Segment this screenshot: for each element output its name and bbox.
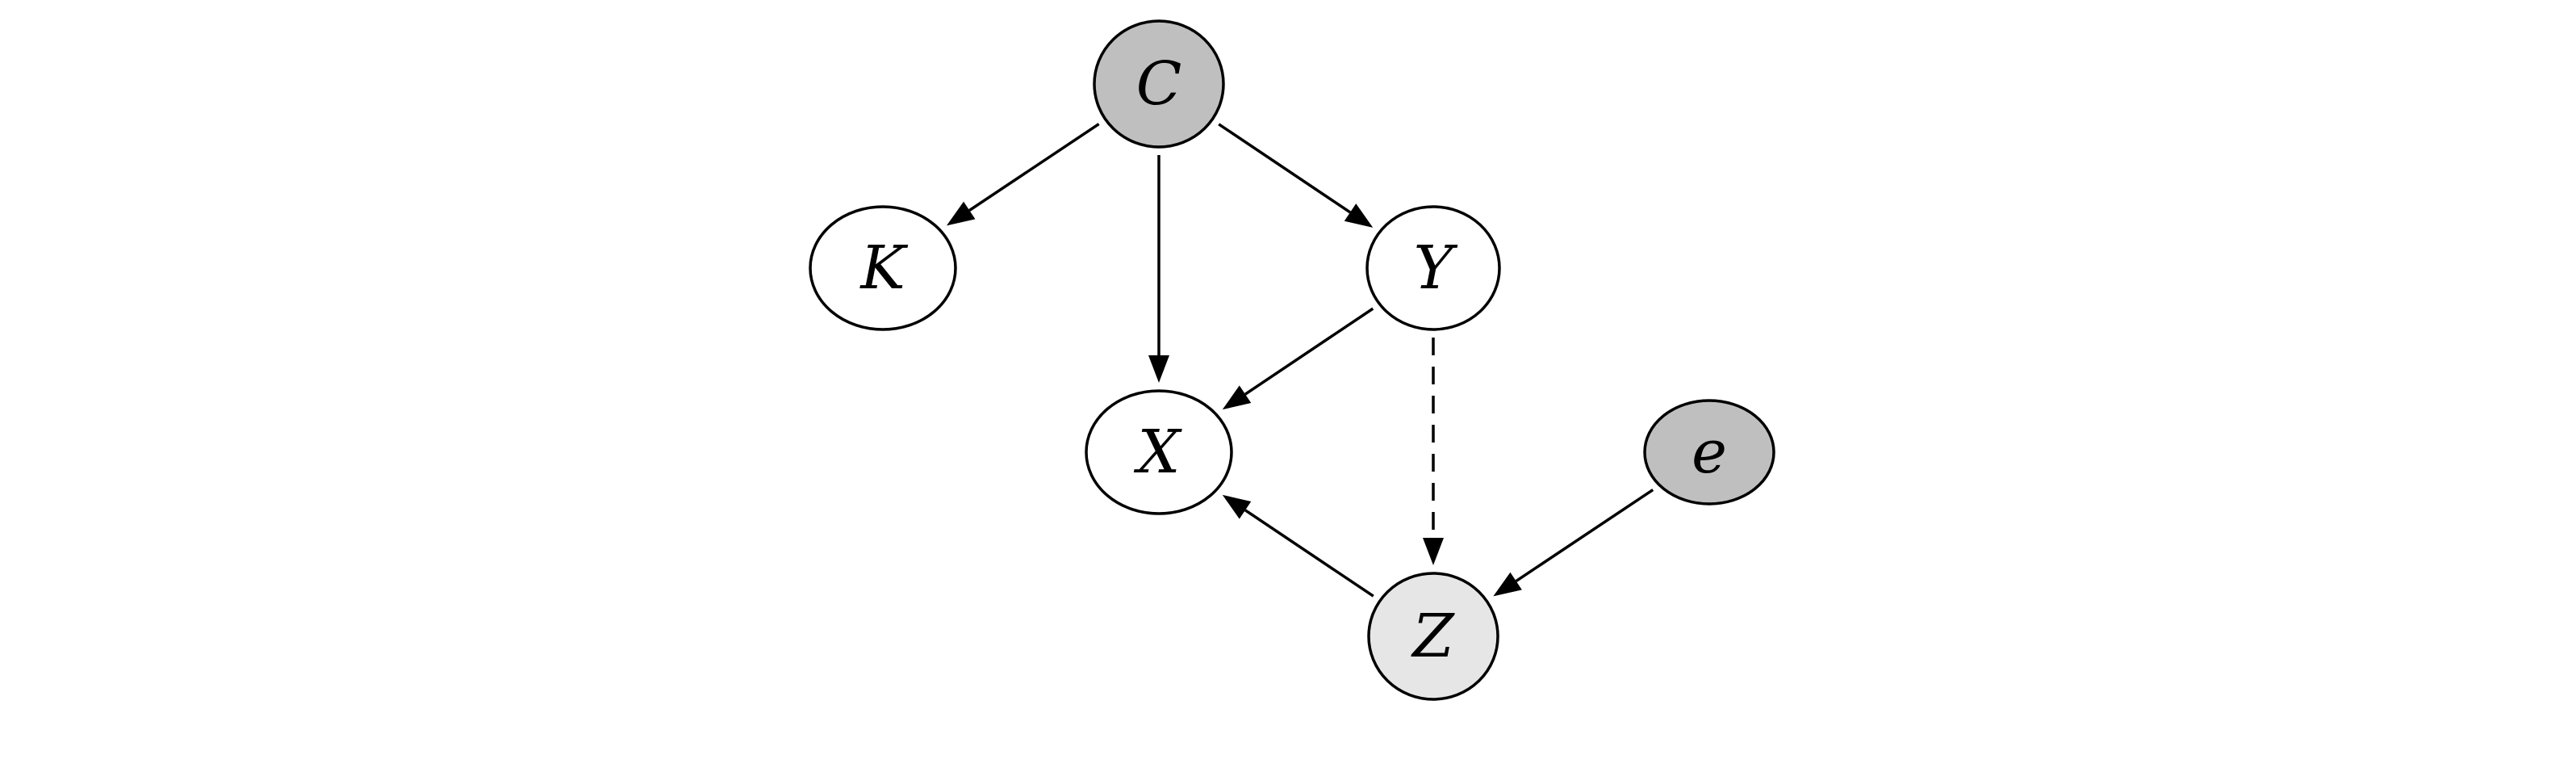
edge-line (1218, 123, 1351, 214)
edge-Y-to-Z (1423, 338, 1444, 565)
node-label: K (859, 233, 908, 303)
node-C: C (1093, 19, 1225, 149)
node-K: K (809, 205, 957, 331)
node-ellipse (809, 205, 957, 331)
edge-Z-to-X (1222, 494, 1374, 598)
node-ellipse (1643, 399, 1775, 506)
node-label: Y (1414, 233, 1458, 303)
node-label: e (1692, 417, 1727, 487)
edge-line (968, 123, 1100, 212)
edge-Y-to-X (1222, 307, 1374, 410)
edge-line (1515, 489, 1654, 583)
arrowhead (1493, 572, 1522, 597)
arrowhead (1423, 538, 1444, 565)
node-label: X (1134, 417, 1183, 487)
edge-C-to-Y (1218, 123, 1374, 228)
edge-e-to-Z (1493, 489, 1654, 597)
node-label: Z (1411, 602, 1455, 671)
edges-layer (946, 123, 1654, 598)
edge-line (1244, 509, 1374, 598)
node-X: X (1085, 389, 1233, 515)
node-ellipse (1093, 19, 1225, 149)
arrowhead (1222, 385, 1252, 410)
node-ellipse (1365, 205, 1501, 331)
arrowhead (946, 201, 976, 226)
edge-C-to-X (1148, 155, 1169, 383)
node-ellipse (1367, 572, 1499, 701)
node-Z: Z (1367, 572, 1499, 701)
node-label: C (1136, 49, 1182, 119)
edge-line (1244, 307, 1374, 396)
arrowhead (1344, 203, 1374, 228)
arrowhead (1148, 355, 1169, 383)
node-Y: Y (1365, 205, 1501, 331)
node-ellipse (1085, 389, 1233, 515)
edge-C-to-K (946, 123, 1100, 226)
arrowhead (1222, 494, 1252, 519)
node-e: e (1643, 399, 1775, 506)
